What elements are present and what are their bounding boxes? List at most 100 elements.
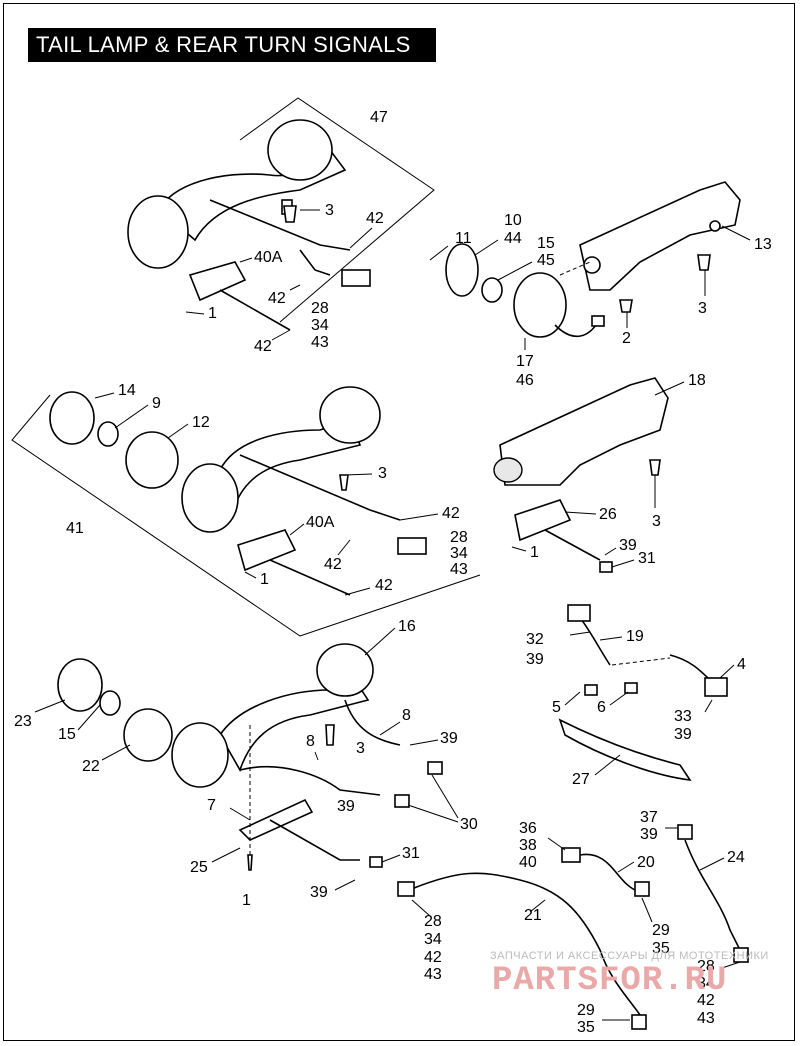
callout-8: 8 — [306, 733, 315, 750]
callout-37: 37 — [640, 809, 658, 826]
harness-21 — [397, 872, 647, 1030]
callout-42: 42 — [366, 210, 384, 227]
callout-3: 3 — [698, 300, 707, 317]
callout-12: 12 — [192, 414, 210, 431]
callout-20: 20 — [637, 854, 655, 871]
callout-42: 42 — [254, 338, 272, 355]
callout-18: 18 — [688, 372, 706, 389]
callout-39: 39 — [440, 730, 458, 747]
harness-24 — [677, 824, 749, 963]
callout-31: 31 — [402, 845, 420, 862]
callout-28: 28 — [424, 913, 442, 930]
callout-3: 3 — [325, 202, 334, 219]
callout-labels: 47 3 42 40A 42 1 28 34 43 42 11 10 44 15… — [14, 109, 772, 1036]
leader-lines — [34, 209, 751, 1021]
callout-3: 3 — [378, 465, 387, 482]
callout-34: 34 — [424, 931, 442, 948]
callout-41: 41 — [66, 520, 84, 537]
callout-36: 36 — [519, 820, 537, 837]
watermark-logo: PARTSFOR.RU — [492, 962, 728, 1000]
bracket-13-assembly — [445, 181, 741, 338]
callout-43: 43 — [697, 1010, 715, 1027]
callout-35: 35 — [652, 940, 670, 957]
callout-13: 13 — [754, 236, 772, 253]
diagram-title: TAIL LAMP & REAR TURN SIGNALS — [28, 28, 436, 62]
callout-39: 39 — [310, 884, 328, 901]
callout-1: 1 — [530, 544, 539, 561]
callout-42: 42 — [324, 556, 342, 573]
callout-34: 34 — [450, 545, 468, 562]
callout-43: 43 — [424, 966, 442, 983]
callout-47: 47 — [370, 109, 388, 126]
callout-45: 45 — [537, 252, 555, 269]
callout-19: 19 — [626, 628, 644, 645]
callout-14: 14 — [118, 382, 136, 399]
callout-1: 1 — [260, 571, 269, 588]
callout-8: 8 — [402, 707, 411, 724]
callout-5: 5 — [552, 699, 561, 716]
callout-11: 11 — [455, 230, 472, 247]
callout-3: 3 — [356, 740, 365, 757]
connector-5-6 — [584, 682, 638, 696]
callout-44: 44 — [504, 230, 522, 247]
callout-39: 39 — [619, 537, 637, 554]
callout-39: 39 — [674, 726, 692, 743]
callout-7: 7 — [207, 797, 216, 814]
callout-42: 42 — [268, 290, 286, 307]
callout-23: 23 — [14, 713, 32, 730]
callout-10: 10 — [504, 212, 522, 229]
callout-39: 39 — [337, 798, 355, 815]
harness-20 — [561, 847, 650, 897]
callout-43: 43 — [450, 561, 468, 578]
callout-27: 27 — [572, 771, 590, 788]
screws — [247, 205, 335, 871]
callout-16: 16 — [398, 618, 416, 635]
callout-30: 30 — [460, 816, 478, 833]
callout-39: 39 — [640, 826, 658, 843]
callout-22: 22 — [82, 758, 100, 775]
assembly-16 — [57, 643, 443, 870]
callout-4: 4 — [737, 656, 746, 673]
callout-17: 17 — [516, 353, 534, 370]
harness-19 — [567, 604, 728, 697]
strap-27 — [558, 718, 692, 782]
callout-25: 25 — [190, 859, 208, 876]
callout-28: 28 — [697, 958, 715, 975]
callout-42: 42 — [442, 505, 460, 522]
callout-1: 1 — [242, 892, 251, 909]
callout-42: 42 — [375, 577, 393, 594]
callout-26: 26 — [599, 506, 617, 523]
diagram-frame — [3, 3, 795, 1041]
callout-40a: 40A — [306, 514, 335, 531]
bracket-18-assembly — [493, 377, 669, 573]
callout-33: 33 — [674, 708, 692, 725]
callout-34: 34 — [311, 317, 329, 334]
callout-3: 3 — [652, 513, 661, 530]
callout-15: 15 — [58, 726, 76, 743]
callout-38: 38 — [519, 837, 537, 854]
callout-2: 2 — [622, 330, 631, 347]
assembly-41 — [11, 386, 481, 637]
callout-21: 21 — [524, 907, 542, 924]
callout-1: 1 — [208, 305, 217, 322]
callout-46: 46 — [516, 372, 534, 389]
callout-29: 29 — [577, 1002, 595, 1019]
watermark-tagline: ЗАПЧАСТИ И АКСЕССУАРЫ ДЛЯ МОТОТЕХНИКИ — [490, 950, 769, 962]
callout-42: 42 — [697, 992, 715, 1009]
callout-34: 34 — [697, 975, 715, 992]
callout-42: 42 — [424, 949, 442, 966]
callout-32: 32 — [526, 631, 544, 648]
callout-6: 6 — [597, 699, 606, 716]
callout-28: 28 — [450, 529, 468, 546]
callout-28: 28 — [311, 300, 329, 317]
callout-40: 40 — [519, 854, 537, 871]
callout-15: 15 — [537, 235, 555, 252]
callout-39: 39 — [526, 651, 544, 668]
callout-24: 24 — [727, 849, 745, 866]
callout-35: 35 — [577, 1019, 595, 1036]
callout-31: 31 — [638, 550, 656, 567]
callout-40a: 40A — [254, 249, 283, 266]
callout-43: 43 — [311, 334, 329, 351]
callout-29: 29 — [652, 922, 670, 939]
